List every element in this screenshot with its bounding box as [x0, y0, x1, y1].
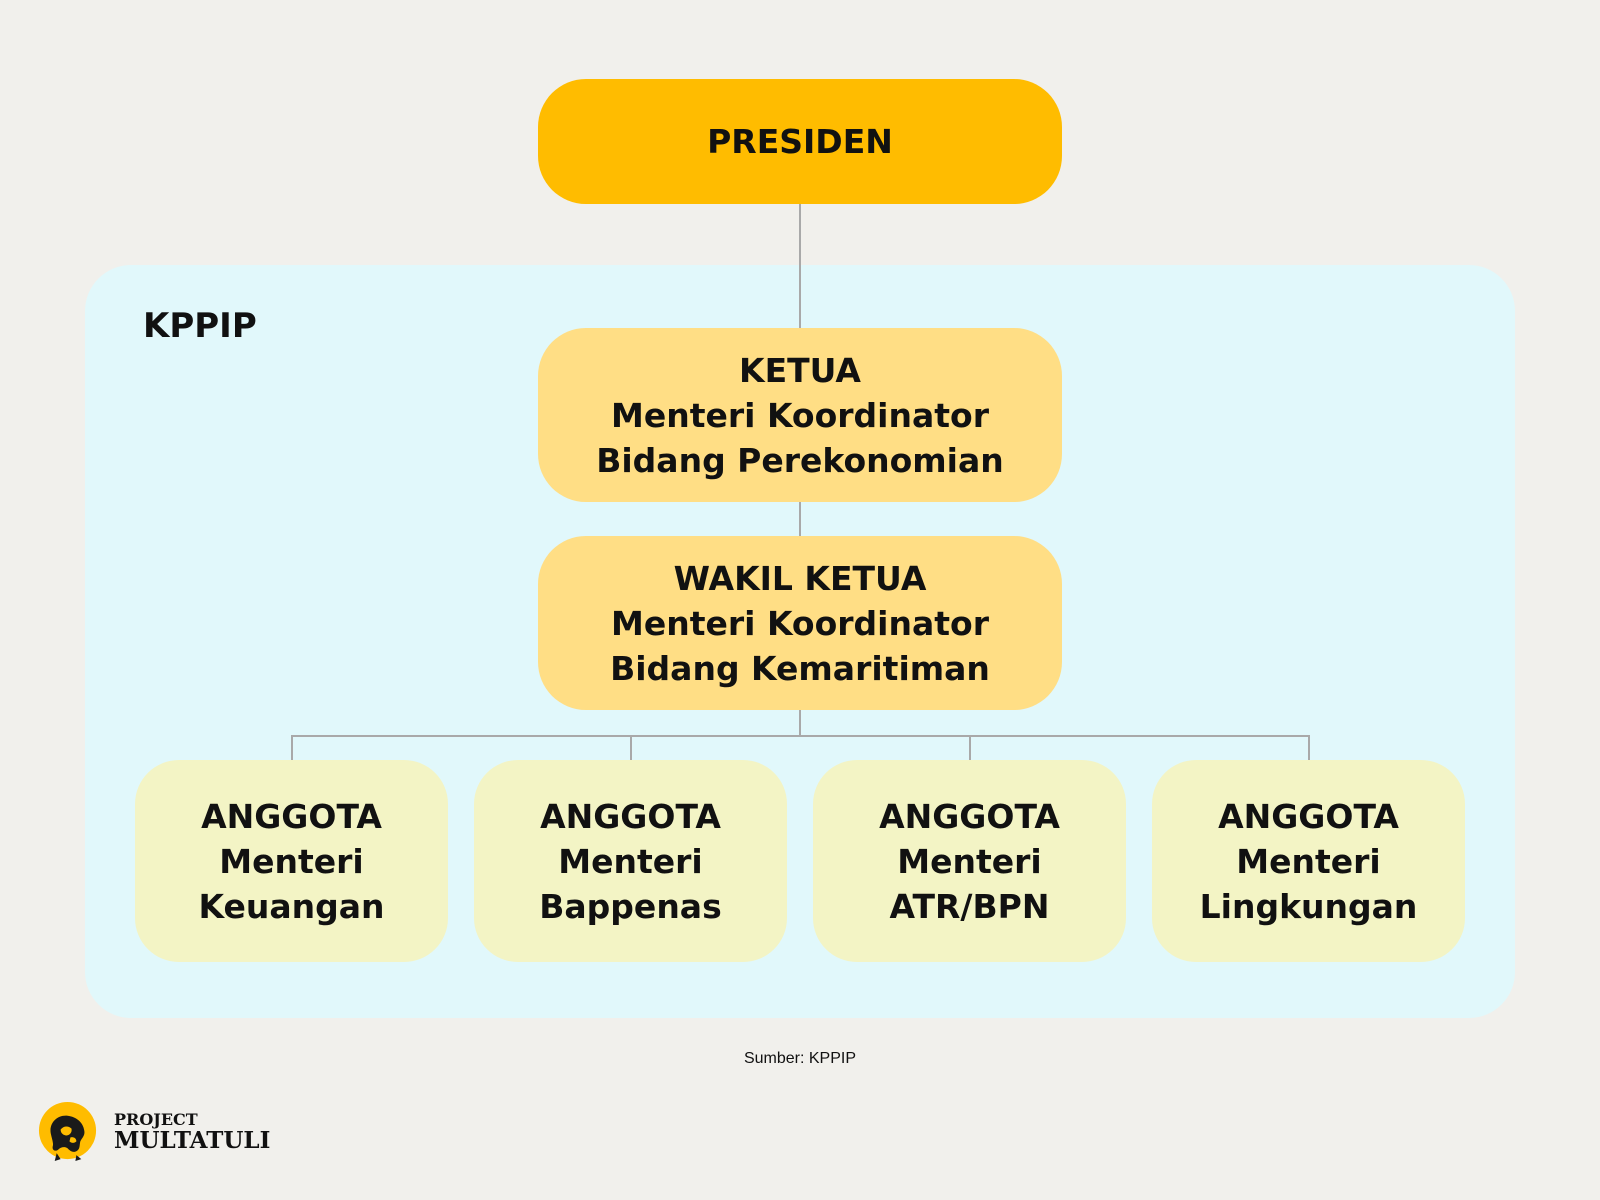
member-line-3: Bappenas: [539, 886, 722, 926]
member-node-bappenas: ANGGOTA Menteri Bappenas: [474, 760, 787, 962]
logo-wordmark: PROJECT MULTATULI: [114, 1109, 271, 1154]
ketua-title: KETUA: [739, 350, 861, 390]
member-line-2: Menteri: [1236, 841, 1381, 881]
connector-ketua-wakil: [799, 502, 801, 536]
member-title: ANGGOTA: [1218, 796, 1399, 836]
portrait-logo-icon: [38, 1101, 97, 1162]
connector-member-1: [291, 735, 293, 760]
connector-member-3: [969, 735, 971, 760]
presiden-label: PRESIDEN: [707, 122, 893, 161]
member-title: ANGGOTA: [201, 796, 382, 836]
connector-member-4: [1308, 735, 1310, 760]
member-line-3: Lingkungan: [1199, 886, 1418, 926]
member-line-2: Menteri: [897, 841, 1042, 881]
member-title: ANGGOTA: [879, 796, 1060, 836]
wakil-ketua-line-3: Bidang Kemaritiman: [610, 648, 990, 688]
ketua-node: KETUA Menteri Koordinator Bidang Perekon…: [538, 328, 1062, 502]
project-multatuli-logo: PROJECT MULTATULI: [37, 1100, 270, 1163]
member-line-2: Menteri: [558, 841, 703, 881]
member-node-atr-bpn: ANGGOTA Menteri ATR/BPN: [813, 760, 1126, 962]
ketua-line-2: Menteri Koordinator: [611, 395, 989, 435]
connector-member-2: [630, 735, 632, 760]
member-line-3: Keuangan: [198, 886, 385, 926]
member-title: ANGGOTA: [540, 796, 721, 836]
source-note: Sumber: KPPIP: [743, 1050, 857, 1067]
connector-presiden-ketua: [799, 204, 801, 328]
wakil-ketua-title: WAKIL KETUA: [673, 558, 927, 598]
connector-wakil-bus: [799, 710, 801, 736]
ketua-line-3: Bidang Perekonomian: [596, 440, 1004, 480]
member-node-lingkungan: ANGGOTA Menteri Lingkungan: [1152, 760, 1465, 962]
presiden-node: PRESIDEN: [538, 79, 1062, 204]
connector-bus: [291, 735, 1310, 737]
logo-line-1: PROJECT: [114, 1109, 198, 1129]
wakil-ketua-line-2: Menteri Koordinator: [611, 603, 989, 643]
member-line-2: Menteri: [219, 841, 364, 881]
member-node-keuangan: ANGGOTA Menteri Keuangan: [135, 760, 448, 962]
logo-line-2: MULTATULI: [114, 1126, 271, 1154]
member-line-3: ATR/BPN: [889, 886, 1050, 926]
group-label: KPPIP: [143, 306, 257, 346]
wakil-ketua-node: WAKIL KETUA Menteri Koordinator Bidang K…: [538, 536, 1062, 710]
